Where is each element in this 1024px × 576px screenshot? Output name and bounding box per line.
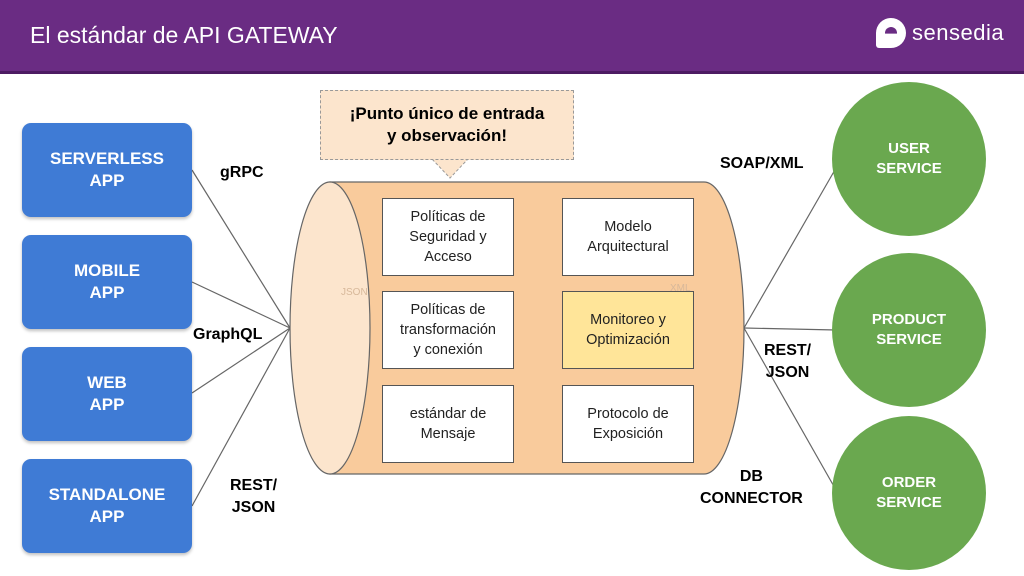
line-mobile [191, 281, 291, 329]
protocol-rest-json-left: REST/ JSON [230, 477, 278, 516]
protocol-soap-xml: SOAP/XML [720, 155, 804, 172]
callout-note: ¡Punto único de entrada y observación! [320, 90, 574, 160]
box-message-standard: estándar de Mensaje [382, 385, 514, 463]
line-user-service [743, 167, 837, 329]
line-order-service [743, 327, 837, 491]
protocol-grpc: gRPC [220, 164, 264, 181]
box-monitoring: Monitoreo y Optimización [562, 291, 694, 369]
box-security-policies: Políticas de Seguridad y Acceso [382, 198, 514, 276]
protocol-graphql: GraphQL [193, 326, 263, 343]
line-product-service [743, 327, 837, 331]
client-web-app: WEB APP [22, 347, 192, 441]
header-bar: El estándar de API GATEWAY sensedia [0, 0, 1024, 74]
box-architectural-model: Modelo Arquitectural [562, 198, 694, 276]
logo-text: sensedia [912, 20, 1005, 45]
line-serverless [191, 169, 291, 329]
sensedia-logo-icon [876, 18, 906, 48]
box-exposure-protocol: Protocolo de Exposición [562, 385, 694, 463]
sensedia-logo: sensedia [876, 18, 1004, 48]
client-serverless-app: SERVERLESS APP [22, 123, 192, 217]
protocol-db-connector: DB CONNECTOR [700, 468, 803, 507]
line-standalone [191, 327, 291, 507]
protocol-rest-json-right: REST/ JSON [764, 342, 812, 381]
line-web [191, 327, 291, 394]
service-user: USER SERVICE [832, 82, 986, 236]
gateway-watermark-xml: XML [670, 283, 691, 294]
page-title: El estándar de API GATEWAY [30, 22, 338, 48]
service-order: ORDER SERVICE [832, 416, 986, 570]
callout-pointer [430, 158, 470, 179]
client-standalone-app: STANDALONE APP [22, 459, 192, 553]
client-mobile-app: MOBILE APP [22, 235, 192, 329]
box-transformation-policies: Políticas de transformación y conexión [382, 291, 514, 369]
service-product: PRODUCT SERVICE [832, 253, 986, 407]
gateway-watermark-json: JSON [341, 287, 368, 298]
gateway-cylinder-cap [289, 181, 371, 475]
